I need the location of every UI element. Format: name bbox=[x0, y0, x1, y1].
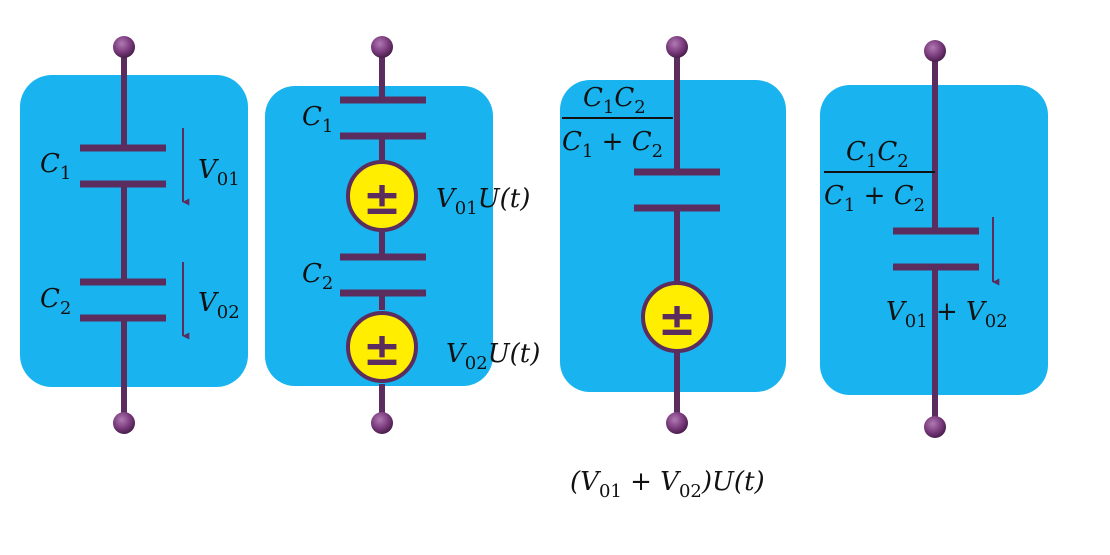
fraction-denominator: C1 + C2 bbox=[824, 181, 925, 216]
terminal-bottom bbox=[666, 412, 688, 434]
panel-1-series-capacitors: C1 C2 V01 V02 bbox=[20, 36, 248, 434]
panel-4-equivalent-capacitor: C1C2 C1 + C2 V01 + V02 bbox=[820, 40, 1048, 438]
plus-minus-icon: ± bbox=[363, 171, 402, 225]
terminal-top bbox=[371, 36, 393, 58]
terminal-bottom bbox=[924, 416, 946, 438]
voltage-source: ± bbox=[641, 281, 713, 353]
label-source-2: V02U(t) bbox=[446, 339, 540, 374]
plus-minus-icon: ± bbox=[658, 292, 697, 346]
terminal-top bbox=[666, 36, 688, 58]
label-v02: V02 bbox=[198, 288, 240, 323]
label-c2: C2 bbox=[40, 284, 71, 319]
label-c1: C1 bbox=[302, 102, 333, 137]
label-total-voltage: V01 + V02 bbox=[886, 297, 1008, 332]
terminal-top bbox=[924, 40, 946, 62]
label-source-1: V01U(t) bbox=[436, 184, 530, 219]
panel-3-equivalent-with-source: ± C1C2 C1 + C2 (V01 + V02)U(t) bbox=[560, 36, 786, 502]
plus-minus-icon: ± bbox=[363, 322, 402, 376]
panel-2-capacitors-with-sources: ± ± C1 C2 V01U(t) V02U(t) bbox=[265, 36, 540, 434]
label-equivalent-source: (V01 + V02)U(t) bbox=[570, 467, 765, 502]
panel-4-background bbox=[820, 85, 1048, 395]
terminal-bottom bbox=[371, 412, 393, 434]
label-v01: V01 bbox=[198, 155, 240, 190]
terminal-bottom bbox=[113, 412, 135, 434]
label-c1: C1 bbox=[40, 149, 71, 184]
label-c2: C2 bbox=[302, 259, 333, 294]
fraction-numerator: C1C2 bbox=[846, 137, 909, 172]
fraction-numerator: C1C2 bbox=[583, 83, 646, 118]
panel-1-background bbox=[20, 75, 248, 387]
voltage-source-2: ± bbox=[346, 311, 418, 383]
panel-3-background bbox=[560, 80, 786, 392]
fraction-denominator: C1 + C2 bbox=[562, 127, 663, 162]
voltage-source-1: ± bbox=[346, 160, 418, 232]
terminal-top bbox=[113, 36, 135, 58]
